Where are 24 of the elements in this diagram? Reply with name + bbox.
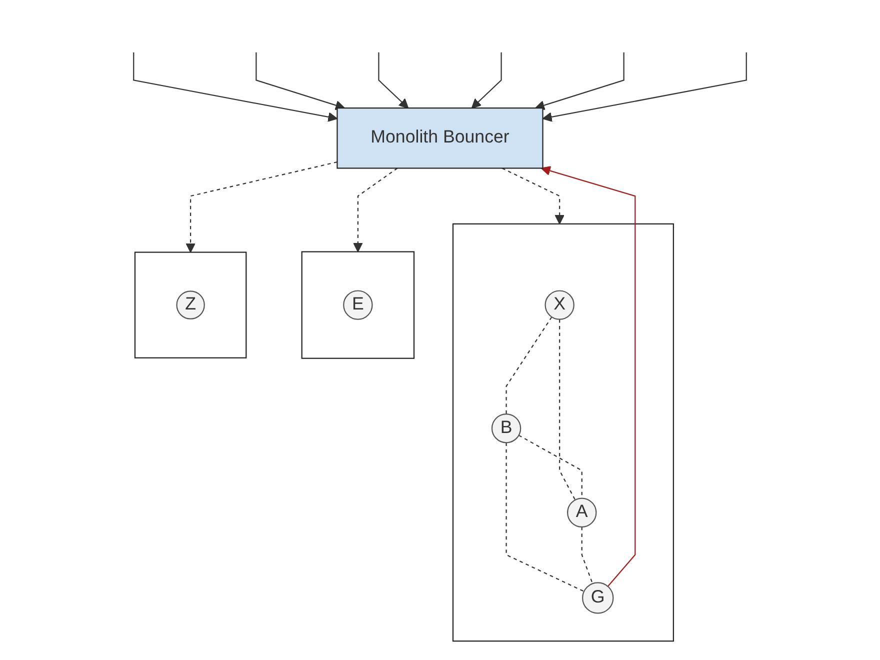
connector [559, 319, 576, 500]
arrow [133, 52, 338, 122]
arrow [471, 52, 502, 108]
arrow [542, 52, 747, 122]
node-box: Monolith Bouncer [336, 107, 544, 169]
node-circle: E [343, 290, 373, 320]
node-circle: B [491, 413, 522, 444]
cluster [301, 251, 415, 359]
connector [506, 442, 584, 592]
node-circle: G [582, 582, 614, 614]
cluster [134, 252, 247, 358]
arrow [502, 168, 564, 224]
arrow [256, 52, 345, 110]
node-circle: Z [176, 290, 205, 320]
arrow [186, 161, 338, 253]
cluster [452, 223, 674, 642]
arrow [353, 168, 398, 252]
arrow [535, 52, 624, 110]
connector [581, 526, 594, 584]
arrow [540, 166, 636, 587]
connector [506, 316, 552, 414]
node-circle: X [544, 290, 574, 320]
node-circle: A [567, 498, 597, 528]
arrow [378, 52, 409, 108]
